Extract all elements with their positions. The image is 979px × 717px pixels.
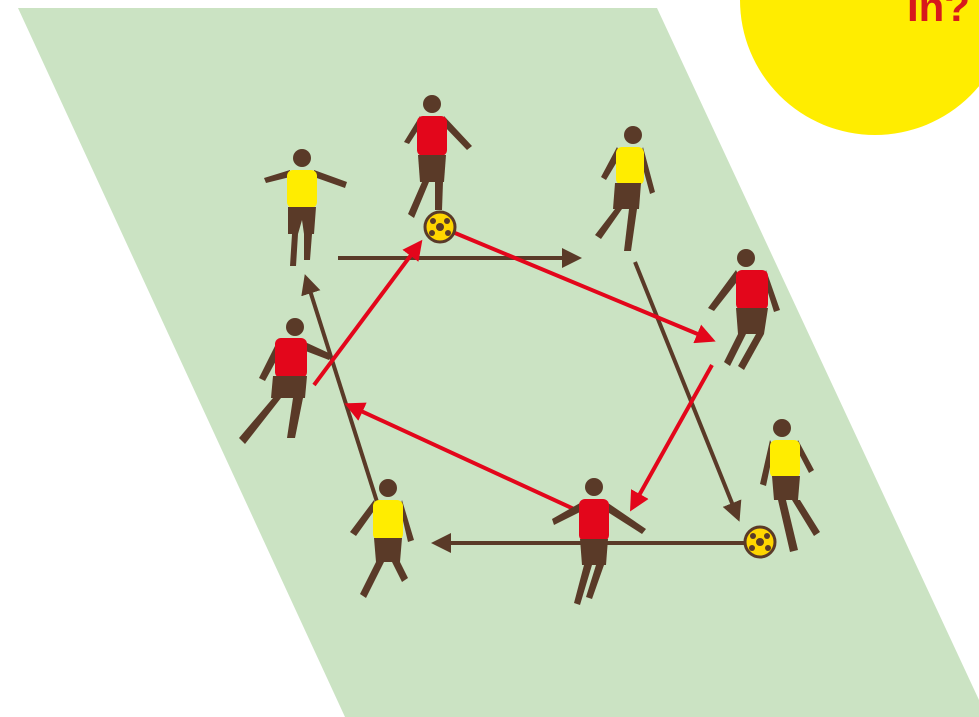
player-red — [404, 95, 472, 218]
ball — [743, 525, 777, 559]
player-red — [708, 249, 780, 370]
pass-arrow — [630, 364, 714, 512]
player-yellow — [760, 419, 820, 552]
pitch-area — [18, 8, 979, 717]
player-yellow — [264, 149, 347, 266]
pass-arrow — [454, 231, 716, 344]
pass-arrow — [312, 239, 423, 387]
corner-badge-label: In? — [907, 0, 970, 30]
corner-badge — [740, 0, 979, 135]
run-arrow — [301, 274, 380, 506]
ball — [423, 210, 457, 244]
player-red — [552, 478, 646, 605]
run-arrow — [633, 261, 742, 522]
player-yellow — [350, 479, 414, 598]
player-yellow — [595, 126, 655, 251]
player-red — [239, 318, 331, 444]
pass-arrow — [344, 402, 577, 512]
